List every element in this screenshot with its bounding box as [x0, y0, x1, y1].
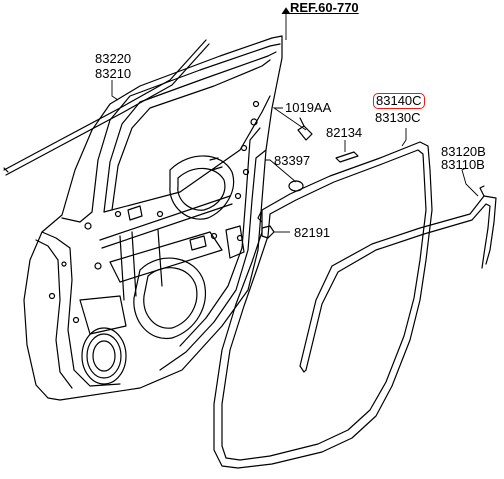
plug-83397 [288, 180, 304, 192]
body-side-seal [299, 185, 497, 373]
door-opening-seal [213, 141, 433, 469]
part-label-82191[interactable]: 82191 [294, 225, 331, 240]
part-label-83210[interactable]: 83210 [95, 66, 132, 81]
part-label-1019aa[interactable]: 1019AA [285, 100, 332, 115]
part-label-82134[interactable]: 82134 [326, 125, 363, 140]
part-label-83140c[interactable]: 83140C [373, 93, 425, 109]
reference-label[interactable]: REF.60-770 [290, 0, 359, 15]
part-label-83397[interactable]: 83397 [274, 153, 311, 168]
door-shell [23, 35, 283, 401]
clip-82191 [261, 225, 275, 239]
belt-weatherstrip [3, 39, 210, 176]
part-label-83220[interactable]: 83220 [95, 51, 132, 66]
leader-lines [111, 7, 479, 233]
part-label-83130c[interactable]: 83130C [375, 110, 421, 125]
part-label-83110b[interactable]: 83110B [441, 157, 485, 172]
part-82134 [335, 151, 359, 163]
part-label-83120b[interactable]: 83120B [441, 144, 486, 159]
